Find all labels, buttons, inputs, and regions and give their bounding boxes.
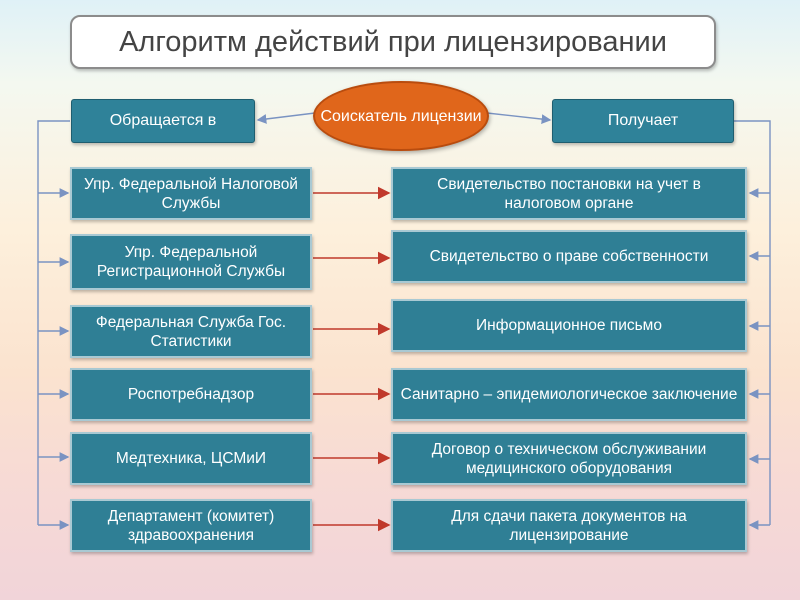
authority-box-2: Упр. Федеральной Регистрационной Службы: [70, 234, 312, 290]
document-box-3: Информационное письмо: [391, 299, 747, 352]
oval-to-right-header-arrow: [486, 112, 552, 124]
applicant-oval: Соискатель лицензии: [313, 81, 489, 151]
right-bracket-line: [734, 120, 771, 525]
authority-box-5: Медтехника, ЦСМиИ: [70, 432, 312, 485]
authority-box-6: Департамент (комитет) здравоохранения: [70, 499, 312, 552]
applies-to-header: Обращается в: [71, 99, 255, 143]
authority-box-3: Федеральная Служба Гос. Статистики: [70, 305, 312, 358]
left-bracket-line: [37, 120, 70, 525]
title-box: Алгоритм действий при лицензировании: [70, 15, 716, 69]
authority-box-4: Роспотребнадзор: [70, 368, 312, 421]
document-box-5: Договор о техническом обслуживании медиц…: [391, 432, 747, 485]
document-box-2: Свидетельство о праве собственности: [391, 230, 747, 283]
oval-to-left-header-arrow: [256, 112, 316, 124]
document-box-6: Для сдачи пакета документов на лицензиро…: [391, 499, 747, 552]
receives-header: Получает: [552, 99, 734, 143]
authority-box-1: Упр. Федеральной Налоговой Службы: [70, 167, 312, 220]
document-box-1: Свидетельство постановки на учет в налог…: [391, 167, 747, 220]
page-title: Алгоритм действий при лицензировании: [119, 25, 667, 58]
document-box-4: Санитарно – эпидемиологическое заключени…: [391, 368, 747, 421]
